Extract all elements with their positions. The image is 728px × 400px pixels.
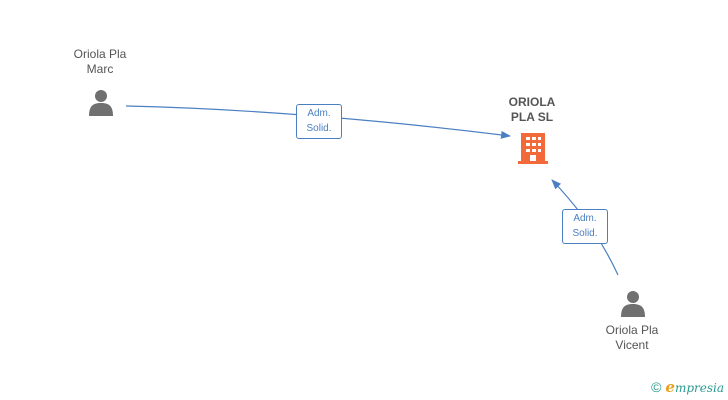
edge-label-marc[interactable]: Adm. Solid. xyxy=(296,104,342,139)
copyright-icon: © xyxy=(651,379,662,395)
edge-label-line2: Solid. xyxy=(572,228,598,239)
edge-label-line1: Adm. xyxy=(573,213,597,224)
person-name-line2: Vicent xyxy=(615,338,649,352)
edge-label-line1: Adm. xyxy=(307,108,331,119)
brand-wordmark: empresia xyxy=(665,377,724,396)
company-node[interactable]: ORIOLA PLA SL xyxy=(492,95,572,125)
person-icon[interactable] xyxy=(89,90,113,116)
person-name-line2: Marc xyxy=(86,62,114,76)
person-icon[interactable] xyxy=(621,291,645,317)
brand-logo: © empresia xyxy=(651,378,724,396)
edge-label-line2: Solid. xyxy=(306,123,332,134)
company-name-line1: ORIOLA xyxy=(508,95,556,109)
person-node-marc[interactable]: Oriola Pla Marc xyxy=(58,47,142,77)
person-name-line1: Oriola Pla xyxy=(605,323,659,337)
person-name-line1: Oriola Pla xyxy=(73,47,127,61)
edge-label-vicent[interactable]: Adm. Solid. xyxy=(562,209,608,244)
company-name-line2: PLA SL xyxy=(510,110,554,124)
person-node-vicent[interactable]: Oriola Pla Vicent xyxy=(590,323,674,353)
building-icon[interactable] xyxy=(518,133,548,164)
